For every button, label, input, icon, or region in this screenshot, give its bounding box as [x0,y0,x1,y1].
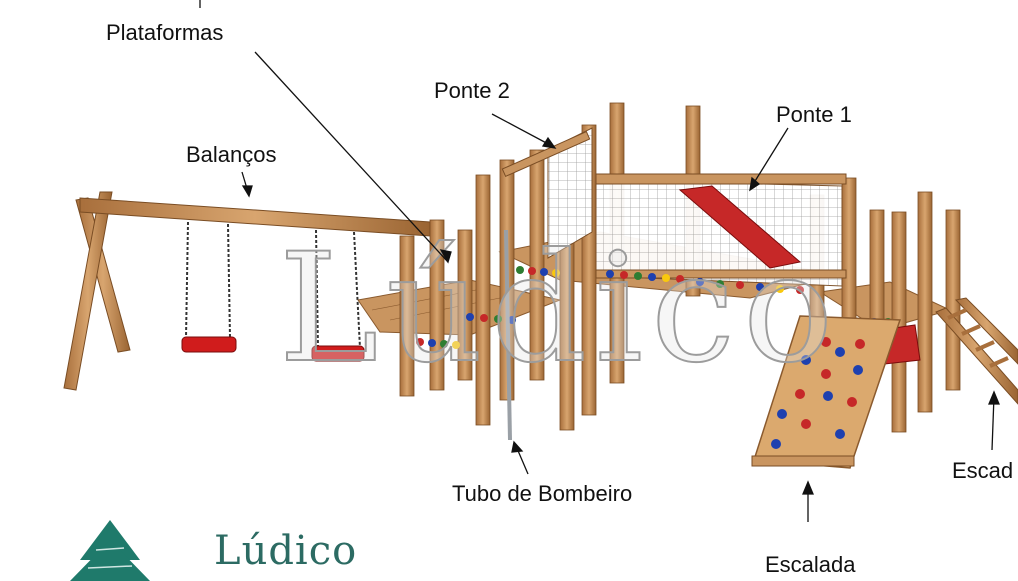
fireman-pole [504,229,512,441]
net-ponte-2 [501,127,593,259]
label-balancos: Balanços [186,142,277,167]
tree-logo-icon [70,520,150,581]
swing-set [63,191,431,391]
brand-name: Lúdico [214,528,358,574]
swing-seat [181,336,237,353]
label-ponte-2: Ponte 2 [434,78,510,103]
label-ponte-1: Ponte 1 [776,102,852,127]
label-escalada: Escalada [765,552,856,577]
label-plataformas: Plataformas [106,20,224,45]
leader-lines [199,0,1000,522]
watermark-text: Lúdico [279,222,842,396]
label-escada: Escad [952,458,1014,483]
ladder [935,297,1018,405]
swing-seat [311,345,365,362]
climbing-wall [751,315,902,469]
label-tubo-de-bombeiro: Tubo de Bombeiro [452,481,633,506]
